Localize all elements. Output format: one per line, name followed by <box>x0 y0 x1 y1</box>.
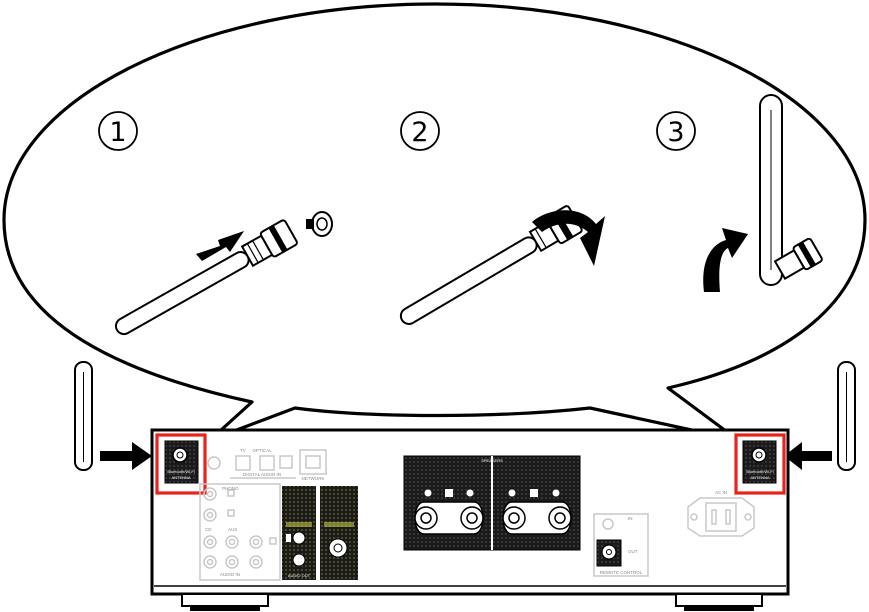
ac-in-label: AC IN <box>715 490 727 495</box>
remote-control-section: IN OUT REMOTE CONTROL <box>593 513 649 577</box>
step-1-illustration <box>114 211 333 336</box>
right-terminal-label-2: ANTENNA <box>750 475 769 480</box>
step-2-illustration <box>399 205 605 325</box>
optical-label: OPTICAL <box>252 448 272 453</box>
step-3-number: 3 <box>667 117 684 148</box>
left-insert-arrow-icon <box>100 442 152 470</box>
step-3-marker: 3 <box>656 111 696 151</box>
step-2-number: 2 <box>411 117 428 148</box>
curved-arrow-icon <box>703 228 748 292</box>
right-antenna <box>837 361 856 471</box>
antenna-rod <box>759 94 823 286</box>
left-terminal-label-2: ANTENNA <box>171 475 190 480</box>
push-arrow-icon <box>196 231 244 261</box>
phono-label: PHONO <box>222 486 239 491</box>
subwoofer-out-section <box>320 486 358 580</box>
cd-label: CD <box>205 527 212 532</box>
speakers-label: SPEAKERS <box>481 458 503 463</box>
ir-out-label: OUT <box>628 549 638 554</box>
left-antenna-terminal: Bluetooth/Wi-Fi ANTENNA <box>155 433 207 495</box>
ir-in-label: IN <box>628 516 633 521</box>
left-antenna <box>74 361 93 471</box>
left-foot <box>181 593 269 607</box>
aux-label: AUX <box>228 527 237 532</box>
rotate-arrow-icon <box>532 210 605 266</box>
left-terminal-label-1: Bluetooth/Wi-Fi <box>167 469 194 474</box>
audio-in-label: AUDIO IN <box>220 572 240 577</box>
right-terminal-label-1: Bluetooth/Wi-Fi <box>746 469 773 474</box>
remote-control-label: REMOTE CONTROL <box>600 570 643 575</box>
antenna-rod <box>114 219 298 336</box>
callout-bubble <box>2 2 867 442</box>
step-1-number: 1 <box>109 117 126 148</box>
audio-in-section <box>199 483 281 581</box>
digital-audio-in-section <box>207 449 327 479</box>
right-insert-arrow-icon <box>784 442 832 470</box>
antenna-connector <box>306 211 333 237</box>
step-1-marker: 1 <box>98 111 138 151</box>
right-foot <box>675 593 763 607</box>
right-antenna-terminal: Bluetooth/Wi-Fi ANTENNA <box>734 433 786 495</box>
step-3-illustration <box>703 94 823 292</box>
step-2-marker: 2 <box>400 111 440 151</box>
audio-out-section: AUDIO OUT <box>282 486 316 580</box>
network-label: NETWORK <box>302 476 325 481</box>
speakers-section: SPEAKERS <box>403 455 581 551</box>
ac-in-socket <box>687 497 755 537</box>
digital-audio-in-label: DIGITAL AUDIO IN <box>243 472 281 477</box>
rear-panel: Bluetooth/Wi-Fi ANTENNA Bluetooth/Wi-Fi … <box>150 428 790 611</box>
tv-label: TV <box>240 448 246 453</box>
audio-out-label: AUDIO OUT <box>288 573 311 578</box>
